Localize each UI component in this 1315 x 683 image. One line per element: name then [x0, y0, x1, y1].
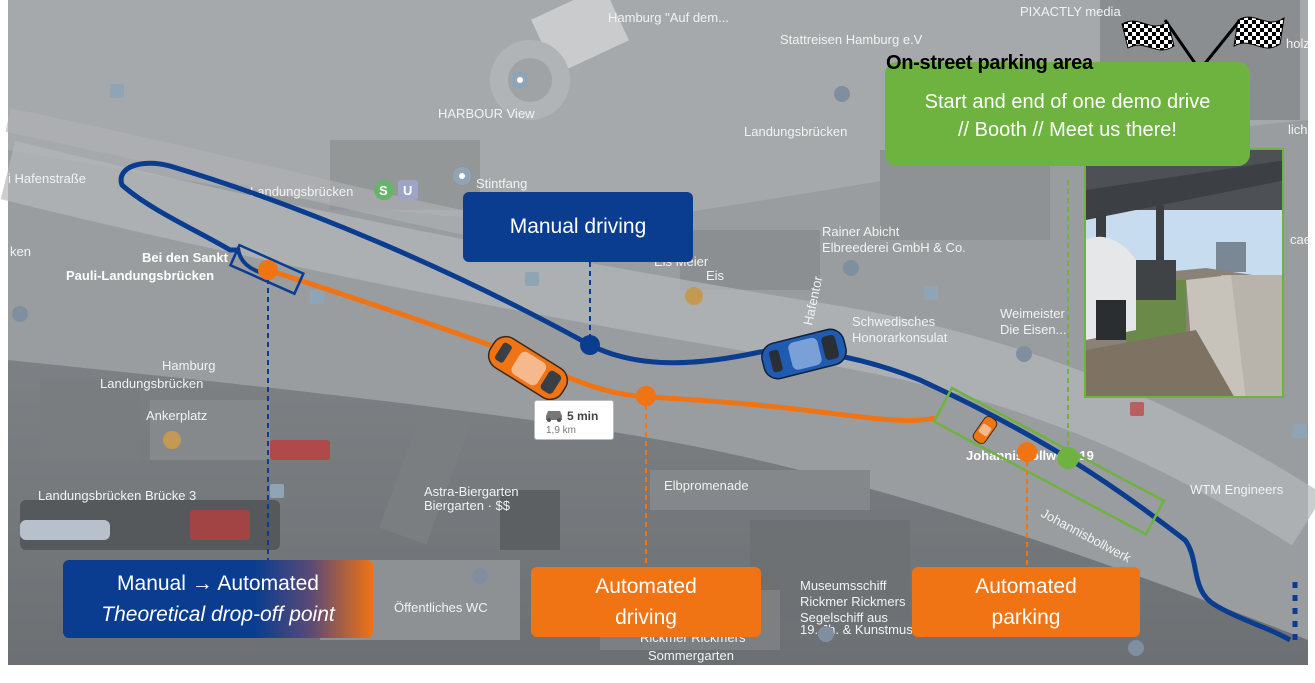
bus-stop-icon	[1293, 424, 1307, 438]
map-label: Rainer Abicht	[822, 224, 900, 239]
location-pin-icon	[1128, 640, 1144, 656]
map-label: lich	[1288, 122, 1308, 137]
drop-off-area	[228, 243, 306, 296]
location-pin-icon	[472, 568, 488, 584]
map-label: Hamburg	[162, 358, 215, 373]
bus-stop-icon	[525, 272, 539, 286]
map-label: Eis	[706, 268, 725, 283]
drop-off-callout: Manual → Automated Theoretical drop-off …	[63, 560, 373, 638]
manual-driving-label: Manual driving	[509, 215, 647, 238]
location-pin-icon	[12, 306, 28, 322]
map-label: Biergarten · $$	[424, 498, 511, 513]
map-label: PIXACTLY media	[1020, 4, 1121, 19]
bus-stop-icon	[110, 84, 124, 98]
map-label: i Hafenstraße	[8, 171, 86, 186]
food-icon	[685, 287, 703, 305]
automated-driving-line1: Automated	[595, 575, 697, 598]
map-label: Pauli-Landungsbrücken	[66, 268, 214, 283]
map-label: Weimeister	[1000, 306, 1065, 321]
map-label: Ankerplatz	[146, 408, 207, 423]
map-label: Elbreederei GmbH & Co.	[822, 240, 966, 255]
food-icon	[163, 431, 181, 449]
map-label: Schwedisches	[852, 314, 936, 329]
svg-text:U: U	[403, 183, 412, 198]
automated-driving-marker	[636, 386, 656, 406]
bus-stop-icon	[1130, 402, 1144, 416]
manual-route	[118, 160, 1292, 643]
bus-stop-icon	[270, 484, 284, 498]
map-label: cae	[1290, 232, 1311, 247]
map-label: Landungsbrücken	[100, 376, 203, 391]
parking-area-outline	[932, 386, 1166, 537]
location-pin-icon	[834, 86, 850, 102]
location-pin-icon	[818, 626, 834, 642]
parking-area-marker	[1057, 447, 1079, 469]
automated-driving-line2: driving	[615, 606, 677, 629]
camera-icon	[511, 71, 529, 89]
map-label: Honorarkonsulat	[852, 330, 948, 345]
camera-icon	[453, 167, 471, 185]
map-label: Museumsschiff	[800, 578, 887, 593]
automated-parking-callout: Automated parking	[912, 567, 1140, 637]
map-label: Landungsbrücken	[250, 184, 353, 199]
automated-route	[267, 267, 936, 423]
start-end-callout: Start and end of one demo drive // Booth…	[885, 62, 1250, 166]
start-end-line2: // Booth // Meet us there!	[957, 119, 1177, 141]
map-label: Stattreisen Hamburg e.V	[780, 32, 923, 47]
map-label: Landungsbrücken	[744, 124, 847, 139]
map-label: Die Eisen...	[1000, 322, 1066, 337]
map-label: Elbpromenade	[664, 478, 749, 493]
automated-parking-line1: Automated	[975, 575, 1077, 598]
car-icon	[487, 335, 569, 401]
location-pin-icon	[843, 260, 859, 276]
map-label: Landungsbrücken Brücke 3	[38, 488, 196, 503]
eta-distance: 1,9 km	[546, 425, 577, 436]
subway-icon: S U	[374, 180, 418, 200]
map-label: Rickmer Rickmers	[800, 594, 906, 609]
map-label: HARBOUR View	[438, 106, 535, 121]
svg-text:S: S	[379, 183, 388, 198]
car-icon	[761, 328, 847, 380]
parking-area-title: On-street parking area	[886, 52, 1093, 74]
car-icon	[546, 411, 562, 422]
bus-stop-icon	[924, 286, 938, 300]
map-label: holz	[1286, 36, 1310, 51]
manual-driving-marker	[580, 335, 600, 355]
drop-off-subtitle: Theoretical drop-off point	[101, 603, 335, 626]
map-label: Bei den Sankt	[142, 250, 229, 265]
manual-driving-callout: Manual driving	[463, 192, 693, 262]
eta-time: 5 min	[567, 409, 599, 423]
map-label: Öffentliches WC	[394, 600, 488, 615]
map-label: WTM Engineers	[1190, 482, 1284, 497]
bus-stop-icon	[310, 290, 324, 304]
drop-off-title: Manual → Automated	[117, 572, 319, 595]
map-label: 19. Jh. & Kunstmuse	[800, 622, 920, 637]
automated-driving-callout: Automated driving	[531, 567, 761, 637]
location-pin-icon	[1016, 346, 1032, 362]
map-label: Segelschiff aus	[800, 610, 888, 625]
map-label: Hamburg "Auf dem...	[608, 10, 729, 25]
parking-photo	[1084, 148, 1284, 398]
map-label: Astra-Biergarten	[424, 484, 519, 499]
map-label: Sommergarten	[648, 648, 734, 663]
start-end-line1: Start and end of one demo drive	[924, 91, 1211, 113]
route-eta-chip: 5 min 1,9 km	[534, 400, 614, 440]
drop-off-marker	[258, 260, 278, 280]
automated-parking-line2: parking	[991, 606, 1061, 629]
map-label: Stintfang	[476, 176, 527, 191]
automated-parking-marker	[1017, 442, 1037, 462]
car-icon	[972, 415, 998, 445]
map-label: ken	[10, 244, 31, 259]
